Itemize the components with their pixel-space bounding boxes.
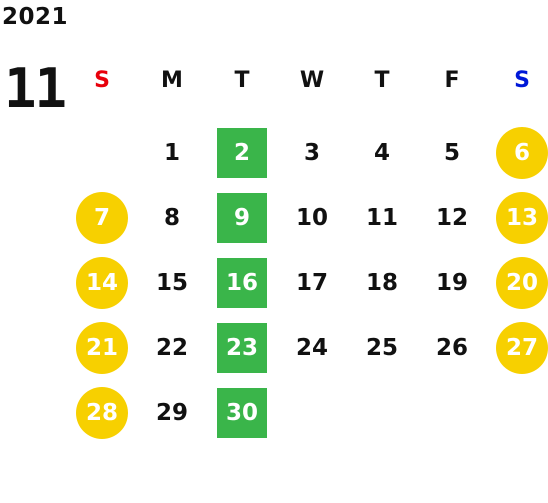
day-cell[interactable]: 29 <box>137 380 207 445</box>
day-cell[interactable]: 14 <box>67 250 137 315</box>
day-number: 27 <box>496 321 548 374</box>
day-number: 26 <box>435 334 468 361</box>
day-cell[interactable]: 20 <box>487 250 548 315</box>
weekday-header: T <box>374 67 390 93</box>
day-number: 19 <box>435 269 468 296</box>
day-cell[interactable]: 7 <box>67 185 137 250</box>
month-label: 11 <box>4 57 67 120</box>
weekday-header: S <box>94 67 110 93</box>
day-number: 24 <box>295 334 328 361</box>
day-cell[interactable]: 3 <box>277 120 347 185</box>
day-number: 18 <box>365 269 398 296</box>
day-cell[interactable]: 13 <box>487 185 548 250</box>
day-number: 12 <box>435 204 468 231</box>
day-number: 9 <box>217 192 267 243</box>
day-cell[interactable]: 5 <box>417 120 487 185</box>
day-cell[interactable]: 17 <box>277 250 347 315</box>
weekday-header: M <box>161 67 183 93</box>
day-cell[interactable]: 16 <box>207 250 277 315</box>
day-cell[interactable]: 28 <box>67 380 137 445</box>
day-cell[interactable]: 2 <box>207 120 277 185</box>
day-number: 30 <box>217 387 267 438</box>
day-cell[interactable]: 11 <box>347 185 417 250</box>
day-number: 5 <box>443 139 460 166</box>
day-number: 22 <box>155 334 188 361</box>
day-number: 11 <box>365 204 398 231</box>
day-number: 7 <box>76 191 128 244</box>
day-cell[interactable]: 24 <box>277 315 347 380</box>
day-number: 3 <box>303 139 320 166</box>
day-number: 15 <box>155 269 188 296</box>
day-cell[interactable]: 19 <box>417 250 487 315</box>
day-cell[interactable]: 1 <box>137 120 207 185</box>
day-number: 1 <box>163 139 180 166</box>
day-cell[interactable]: 27 <box>487 315 548 380</box>
day-number: 20 <box>496 256 548 309</box>
day-cell[interactable]: 12 <box>417 185 487 250</box>
day-number: 14 <box>76 256 128 309</box>
weekday-header: S <box>514 67 530 93</box>
day-cell[interactable]: 15 <box>137 250 207 315</box>
day-number: 2 <box>217 127 267 178</box>
day-cell[interactable]: 22 <box>137 315 207 380</box>
year-label: 2021 <box>2 4 69 30</box>
day-cell[interactable]: 6 <box>487 120 548 185</box>
day-cell[interactable]: 8 <box>137 185 207 250</box>
day-cell[interactable]: 9 <box>207 185 277 250</box>
day-number: 17 <box>295 269 328 296</box>
day-cell[interactable]: 26 <box>417 315 487 380</box>
day-number: 10 <box>295 204 328 231</box>
day-cell[interactable]: 25 <box>347 315 417 380</box>
weekday-header: W <box>299 67 325 93</box>
day-cell[interactable]: 18 <box>347 250 417 315</box>
weekday-header: T <box>234 67 250 93</box>
day-number: 28 <box>76 386 128 439</box>
day-cell[interactable]: 30 <box>207 380 277 445</box>
day-cell[interactable]: 4 <box>347 120 417 185</box>
day-number: 8 <box>163 204 180 231</box>
day-number: 16 <box>217 257 267 308</box>
day-number: 25 <box>365 334 398 361</box>
day-cell[interactable]: 10 <box>277 185 347 250</box>
day-number: 6 <box>496 126 548 179</box>
weekday-header: F <box>444 67 460 93</box>
day-number: 29 <box>155 399 188 426</box>
day-number: 13 <box>496 191 548 244</box>
day-number: 21 <box>76 321 128 374</box>
day-cell[interactable]: 21 <box>67 315 137 380</box>
day-cell[interactable]: 23 <box>207 315 277 380</box>
day-number: 23 <box>217 322 267 373</box>
day-number: 4 <box>373 139 390 166</box>
